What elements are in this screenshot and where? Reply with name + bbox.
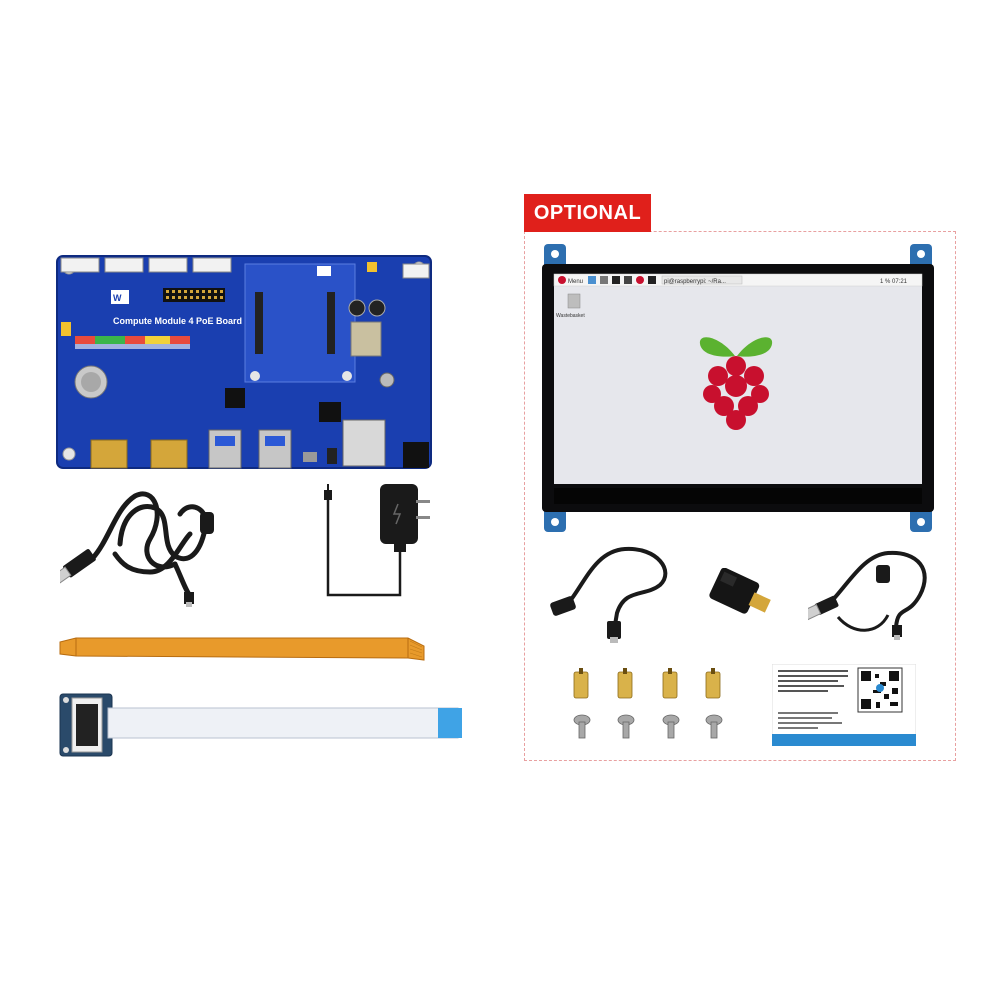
info-card <box>772 664 916 746</box>
screen-menu-label: Menu <box>568 279 583 285</box>
hdmi-adapter <box>709 568 771 614</box>
raspberry-pi-logo <box>699 337 773 430</box>
svg-text:W: W <box>113 293 122 303</box>
screen-taskbar-window: pi@raspberrypi: ~/Ra... <box>664 279 726 285</box>
usb-cable-right <box>808 550 927 640</box>
screws <box>573 714 723 739</box>
optional-badge: OPTIONAL <box>524 194 651 232</box>
usb-cable <box>60 491 214 607</box>
brass-standoffs <box>573 668 721 699</box>
hdmi-cable <box>550 546 668 643</box>
screen-clock: 1 % 07:21 <box>880 279 908 285</box>
ffc-cable-orange <box>59 637 425 661</box>
board-label: Compute Module 4 PoE Board <box>113 316 242 326</box>
camera-adapter-cable <box>59 693 462 757</box>
screen-desktop-icon-label: Wastebasket <box>556 313 585 319</box>
lcd-display: Menu pi@raspberrypi: ~/Ra... 1 % 07:21 W… <box>542 244 934 532</box>
cm4-poe-board: W Compute Module 4 PoE Board <box>56 255 432 469</box>
power-adapter <box>324 484 430 597</box>
optional-panel <box>524 231 956 761</box>
